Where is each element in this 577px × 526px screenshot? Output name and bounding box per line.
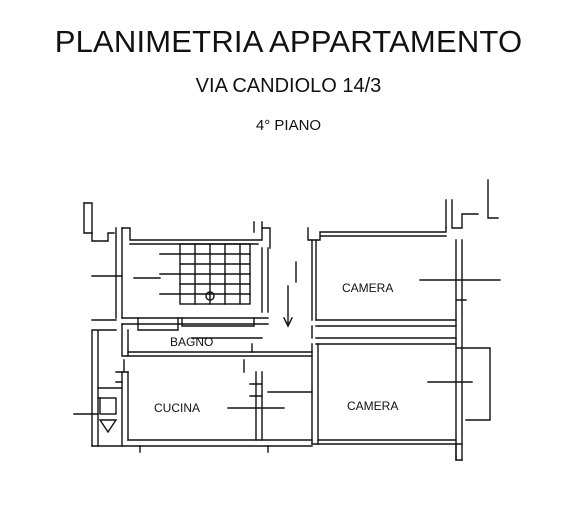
small-stub-left [115, 371, 129, 383]
arrow-down [283, 285, 293, 328]
address-subtitle: VIA CANDIOLO 14/3 [195, 75, 382, 97]
kitchen-counter [97, 387, 123, 399]
page-title: PLANIMETRIA APPARTAMENTO [54, 24, 523, 59]
small-stub-top [253, 221, 263, 233]
kitchen-appliance [99, 397, 117, 415]
wall-bagno-bottom [127, 351, 313, 357]
wall-bagno-left [121, 323, 129, 357]
wall-top-stair [121, 227, 271, 249]
wall-left-long [115, 227, 123, 319]
wall-stair-right [261, 247, 269, 313]
wall-mid-horizontal2 [315, 337, 457, 345]
stair-block [159, 243, 251, 305]
room-label-bagno: BAGNO [170, 335, 213, 349]
wall-bottom [91, 439, 463, 447]
wall-bagno-fixtures [137, 317, 255, 331]
wall-cucina-divider [255, 371, 263, 441]
door-mark-4 [249, 383, 263, 397]
wall-cucina-left [121, 371, 129, 447]
wall-right-outer [455, 239, 491, 461]
room-label-camera-2: CAMERA [347, 399, 398, 413]
wall-top-camera1 [307, 227, 447, 241]
wall-far-right-top [487, 179, 499, 219]
wall-bagno-top [121, 317, 269, 325]
wall-center-vertical [311, 343, 319, 445]
room-label-cucina: CUCINA [154, 401, 200, 415]
floor-label: 4° PIANO [255, 117, 322, 134]
stair-marker [205, 291, 215, 301]
small-stub-bottom [139, 445, 269, 453]
wall-left-outer [83, 202, 115, 242]
wall-left-column [83, 202, 93, 234]
wall-mid-horizontal [315, 319, 457, 327]
door-mark-2 [243, 343, 253, 373]
wall-camera1-left [311, 239, 317, 321]
wall-right-top [445, 199, 479, 229]
room-label-camera-1: CAMERA [342, 281, 393, 295]
wall-bottom-right [455, 443, 463, 461]
